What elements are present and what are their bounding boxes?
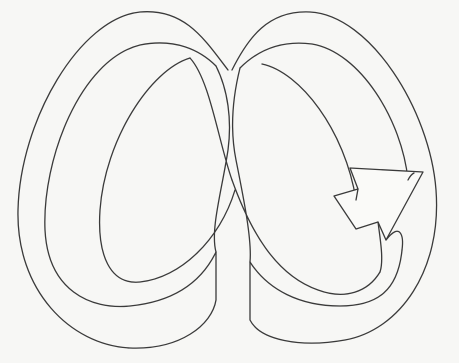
right-lobe-lower-outer	[250, 250, 402, 306]
right-lobe-middle-edge	[240, 43, 408, 180]
right-lobe-inner-hole	[262, 64, 356, 200]
center-crossing-front-left	[214, 66, 229, 252]
left-lobe-middle-edge	[45, 43, 216, 307]
center-crossing-front-right	[233, 68, 251, 262]
